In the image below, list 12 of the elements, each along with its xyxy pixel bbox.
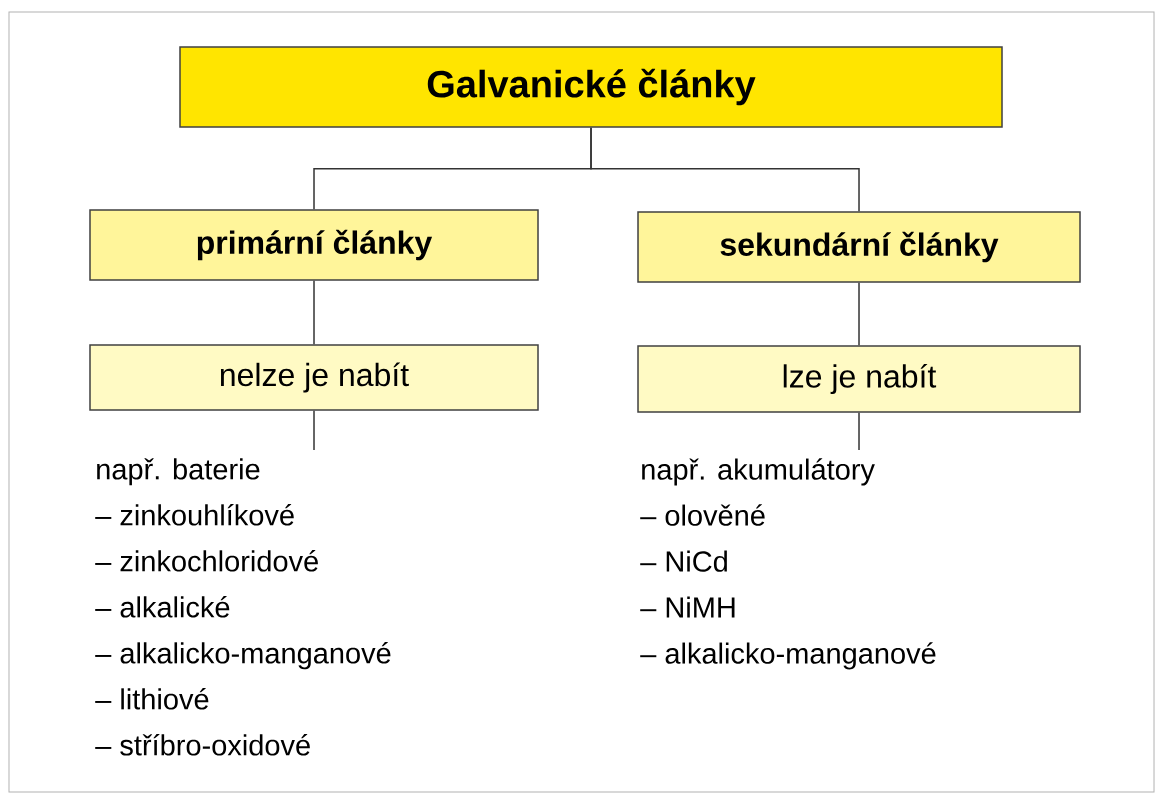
- title-box: Galvanické články: [179, 46, 1003, 128]
- connector-line: [590, 127, 860, 212]
- property-box: lze je nabít: [637, 345, 1081, 413]
- connector-line: [858, 282, 860, 346]
- connector-line: [858, 412, 860, 451]
- category-box: sekundární články: [637, 211, 1081, 283]
- connector-line: [313, 410, 315, 451]
- connector-line: [313, 280, 315, 345]
- category-box: primární články: [89, 209, 539, 281]
- item-list: např. baterie – zinkouhlíkové – zinkochloridové – alkalické – alkalicko-manganové – lithiové – stříbro-oxidové: [95, 458, 391, 756]
- item-list: např. akumulátory – olověné – NiCd – NiMH – alkalicko-manganové: [640, 458, 936, 670]
- property-box: nelze je nabít: [89, 344, 539, 411]
